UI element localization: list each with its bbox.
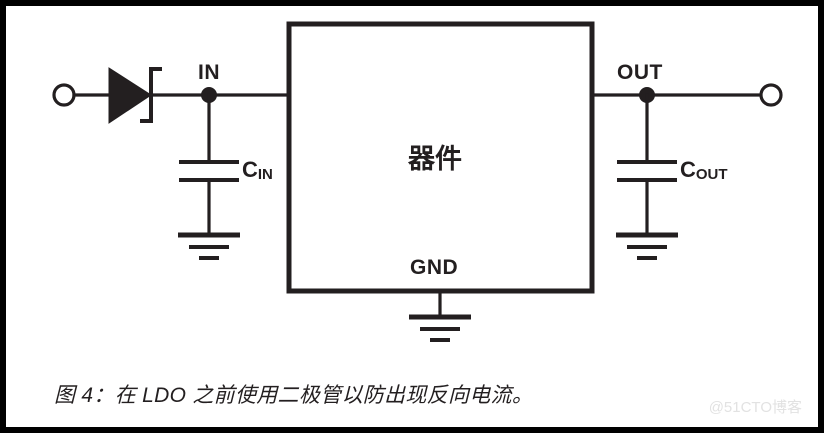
device-block-label: 器件 [408, 144, 462, 174]
cin-label-subscript: IN [257, 166, 273, 183]
cin-label-main: C [242, 157, 258, 182]
gnd-pin-label: GND [410, 256, 459, 279]
watermark-text: @51CTO博客 [708, 399, 802, 416]
in-pin-label: IN [198, 61, 220, 84]
device-block-rect [286, 21, 595, 294]
output-terminal-circle [759, 83, 783, 107]
cout-label-subscript: OUT [695, 166, 728, 183]
circuit-schematic-svg [52, 21, 783, 342]
cin-label: CIN [242, 157, 273, 183]
out-pin-label: OUT [617, 61, 663, 84]
diode-triangle [108, 67, 152, 124]
schematic-figure: IN OUT GND 器件 CIN COUT 图 4：在 LDO 之前使用二极管… [6, 6, 818, 427]
figure-caption: 图 4：在 LDO 之前使用二极管以防出现反向电流。 [54, 384, 534, 407]
cout-label: COUT [680, 157, 728, 183]
cout-label-main: C [680, 157, 696, 182]
input-terminal-circle [52, 83, 76, 107]
